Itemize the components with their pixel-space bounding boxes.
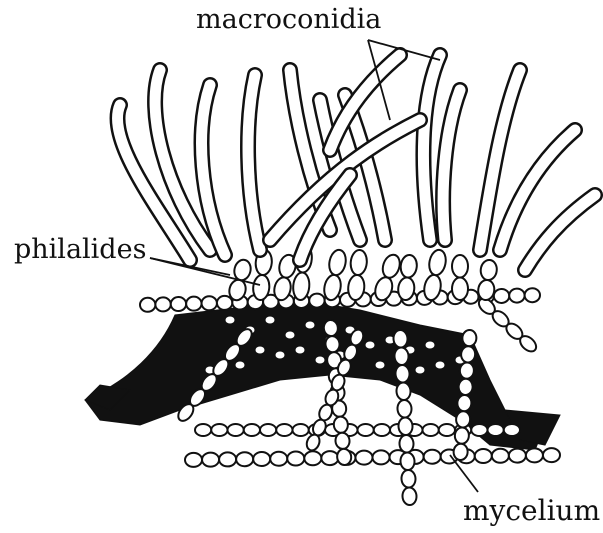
cell-dot	[375, 361, 385, 369]
hypha-top-cell	[140, 298, 156, 312]
cell-dot	[285, 331, 295, 339]
hypha-bottom-cell	[424, 450, 441, 464]
hypha-bottom-cell	[321, 451, 338, 465]
hypha-vertical-cell	[459, 362, 474, 379]
hypha-bottom-cell	[287, 451, 304, 465]
hypha-mid-cell	[293, 424, 309, 436]
hypha-bottom-cell	[236, 452, 253, 466]
hypha-mid-cell	[439, 424, 455, 436]
hypha-vertical-cell	[398, 417, 413, 435]
cell-dot	[235, 361, 245, 369]
phialide	[350, 249, 368, 276]
hypha-vertical-cell	[454, 427, 469, 444]
cell-dot	[365, 341, 375, 349]
cell-dot	[435, 361, 445, 369]
hypha-vertical-cell	[399, 435, 414, 453]
hypha-top-cell	[201, 296, 217, 310]
hypha-bottom-cell	[509, 448, 526, 462]
hypha-vertical-cell	[395, 365, 410, 383]
phialide	[452, 255, 468, 278]
phialide	[427, 248, 448, 276]
hypha-vertical-cell	[400, 452, 415, 470]
hypha-vertical-cell	[456, 411, 471, 428]
hypha-bottom-cell	[185, 453, 202, 467]
hypha-mid-cell	[471, 424, 487, 436]
cell-dot	[425, 341, 435, 349]
hypha-mid-cell	[358, 424, 374, 436]
hypha-bottom-cell	[202, 453, 219, 467]
hypha-vertical-cell	[453, 443, 468, 460]
mycelium-label: mycelium	[463, 494, 600, 527]
hypha-mid-cell	[423, 424, 439, 436]
hypha-top-cell	[217, 296, 233, 310]
hypha-top-cell	[186, 296, 202, 310]
phialide	[380, 252, 403, 280]
hypha-vertical-cell	[401, 470, 416, 488]
hypha-mid-cell	[374, 424, 390, 436]
hypha-vertical-cell	[325, 335, 341, 353]
cell-dot	[225, 316, 235, 324]
hypha-vertical-cell	[402, 487, 417, 505]
hypha-top-cell	[509, 288, 525, 302]
hypha-vertical-cell	[394, 347, 409, 365]
hypha-top-cell	[309, 293, 325, 307]
hypha-vertical-cell	[397, 400, 412, 418]
cell-dot	[275, 351, 285, 359]
hypha-mid-cell	[244, 424, 260, 436]
hypha-mid-cell	[195, 424, 211, 436]
phialide	[327, 248, 348, 276]
hypha-bottom-cell	[304, 451, 321, 465]
hypha-vertical-cell	[462, 329, 477, 346]
philalides-label: philalides	[14, 234, 146, 265]
cell-dot	[265, 316, 275, 324]
cell-dot	[295, 346, 305, 354]
hypha-vertical-cell	[396, 382, 411, 400]
hypha-top-cell	[494, 289, 510, 303]
cell-dot	[315, 356, 325, 364]
hypha-mid-cell	[211, 424, 227, 436]
hypha-vertical-cell	[335, 432, 351, 450]
hypha-top-cell	[155, 297, 171, 311]
hypha-vertical-cell	[458, 378, 473, 395]
hypha-bottom-cell	[543, 448, 560, 462]
hypha-bottom-cell	[475, 449, 492, 463]
macroconidium-body	[525, 195, 595, 270]
phialide	[400, 254, 418, 278]
cell-dot	[255, 346, 265, 354]
hypha-bottom-cell	[492, 449, 509, 463]
hypha-vertical-cell	[336, 448, 352, 466]
hypha-bottom-cell	[270, 452, 287, 466]
hypha-bottom-cell	[372, 450, 389, 464]
cell-dot	[305, 321, 315, 329]
hypha-top-cell	[171, 297, 187, 311]
hypha-vertical-cell	[393, 330, 408, 348]
hypha-mid-cell	[228, 424, 244, 436]
hypha-mid-cell	[504, 424, 520, 436]
macroconidia-spores	[117, 55, 595, 270]
hypha-bottom-cell	[526, 448, 543, 462]
hypha-vertical-cell	[323, 319, 339, 337]
hypha-mid-cell	[276, 424, 292, 436]
hypha-mid-cell	[260, 424, 276, 436]
hypha-vertical-cell	[457, 394, 472, 411]
hypha-vertical-cell	[461, 346, 476, 363]
phialide	[480, 259, 498, 281]
hypha-bottom-cell	[219, 452, 236, 466]
macroconidia-label: macroconidia	[196, 4, 381, 35]
phialide	[452, 278, 468, 301]
hypha-mid-cell	[488, 424, 504, 436]
hypha-bottom-cell	[253, 452, 270, 466]
hypha-top-cell	[524, 288, 540, 302]
hypha-vertical-cell	[333, 416, 349, 434]
hypha-bottom-cell	[355, 451, 372, 465]
cell-dot	[415, 366, 425, 374]
